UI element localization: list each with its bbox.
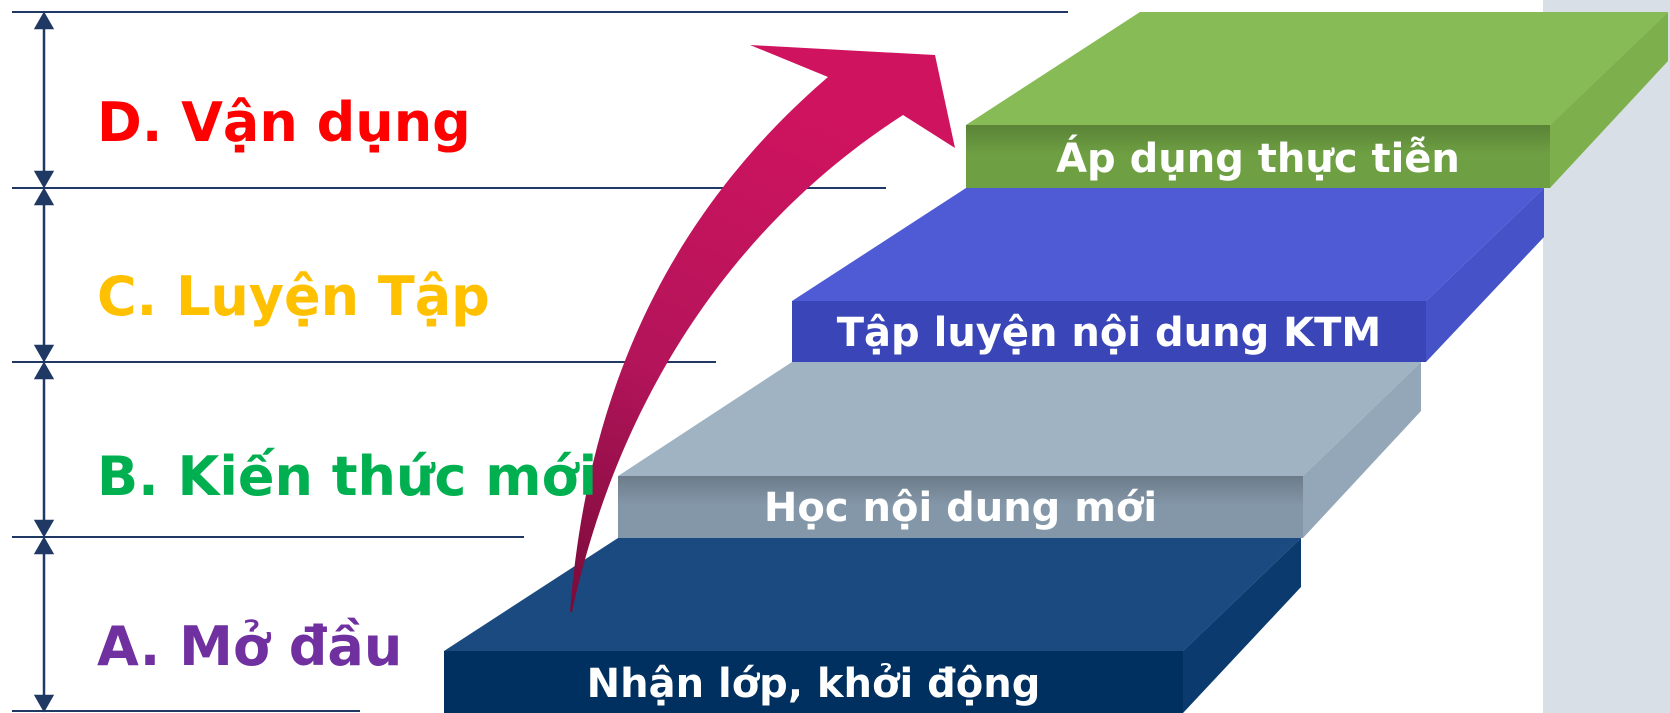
step-1-side: [1183, 538, 1301, 713]
step-1-top: [444, 538, 1301, 651]
step-3-block: [792, 188, 1544, 362]
step-2-top: [618, 362, 1421, 476]
level-arrow-d: [33, 11, 55, 189]
step-4-side: [1550, 12, 1668, 188]
step-1-front: [444, 651, 1183, 713]
step-3-front: [792, 301, 1426, 362]
step-4-top: [966, 12, 1668, 125]
step-2-block: [618, 362, 1421, 538]
step-label-2: Học nội dung mới: [763, 485, 1158, 531]
step-label-3: Tập luyện nội dung KTM: [836, 310, 1382, 356]
step-3-top: [792, 188, 1544, 301]
level-arrow-c: [33, 187, 55, 363]
level-label-d: D. Vận dụng: [97, 91, 471, 154]
step-label-1: Nhận lớp, khởi động: [586, 661, 1041, 707]
level-label-a: A. Mở đầu: [97, 615, 403, 678]
step-4-block: [966, 12, 1668, 188]
level-arrow-a: [33, 536, 55, 713]
level-label-b: B. Kiến thức mới: [97, 445, 598, 508]
guide-lines: [12, 11, 1068, 712]
level-arrow-b: [33, 361, 55, 538]
level-label-c: C. Luyện Tập: [97, 265, 490, 328]
step-1-block: [444, 538, 1301, 713]
step-3-side: [1426, 188, 1544, 362]
step-2-side: [1303, 362, 1421, 538]
progress-arrow: [570, 45, 955, 612]
step-label-4: Áp dụng thực tiễn: [1056, 136, 1460, 182]
level-arrows: [33, 11, 55, 713]
